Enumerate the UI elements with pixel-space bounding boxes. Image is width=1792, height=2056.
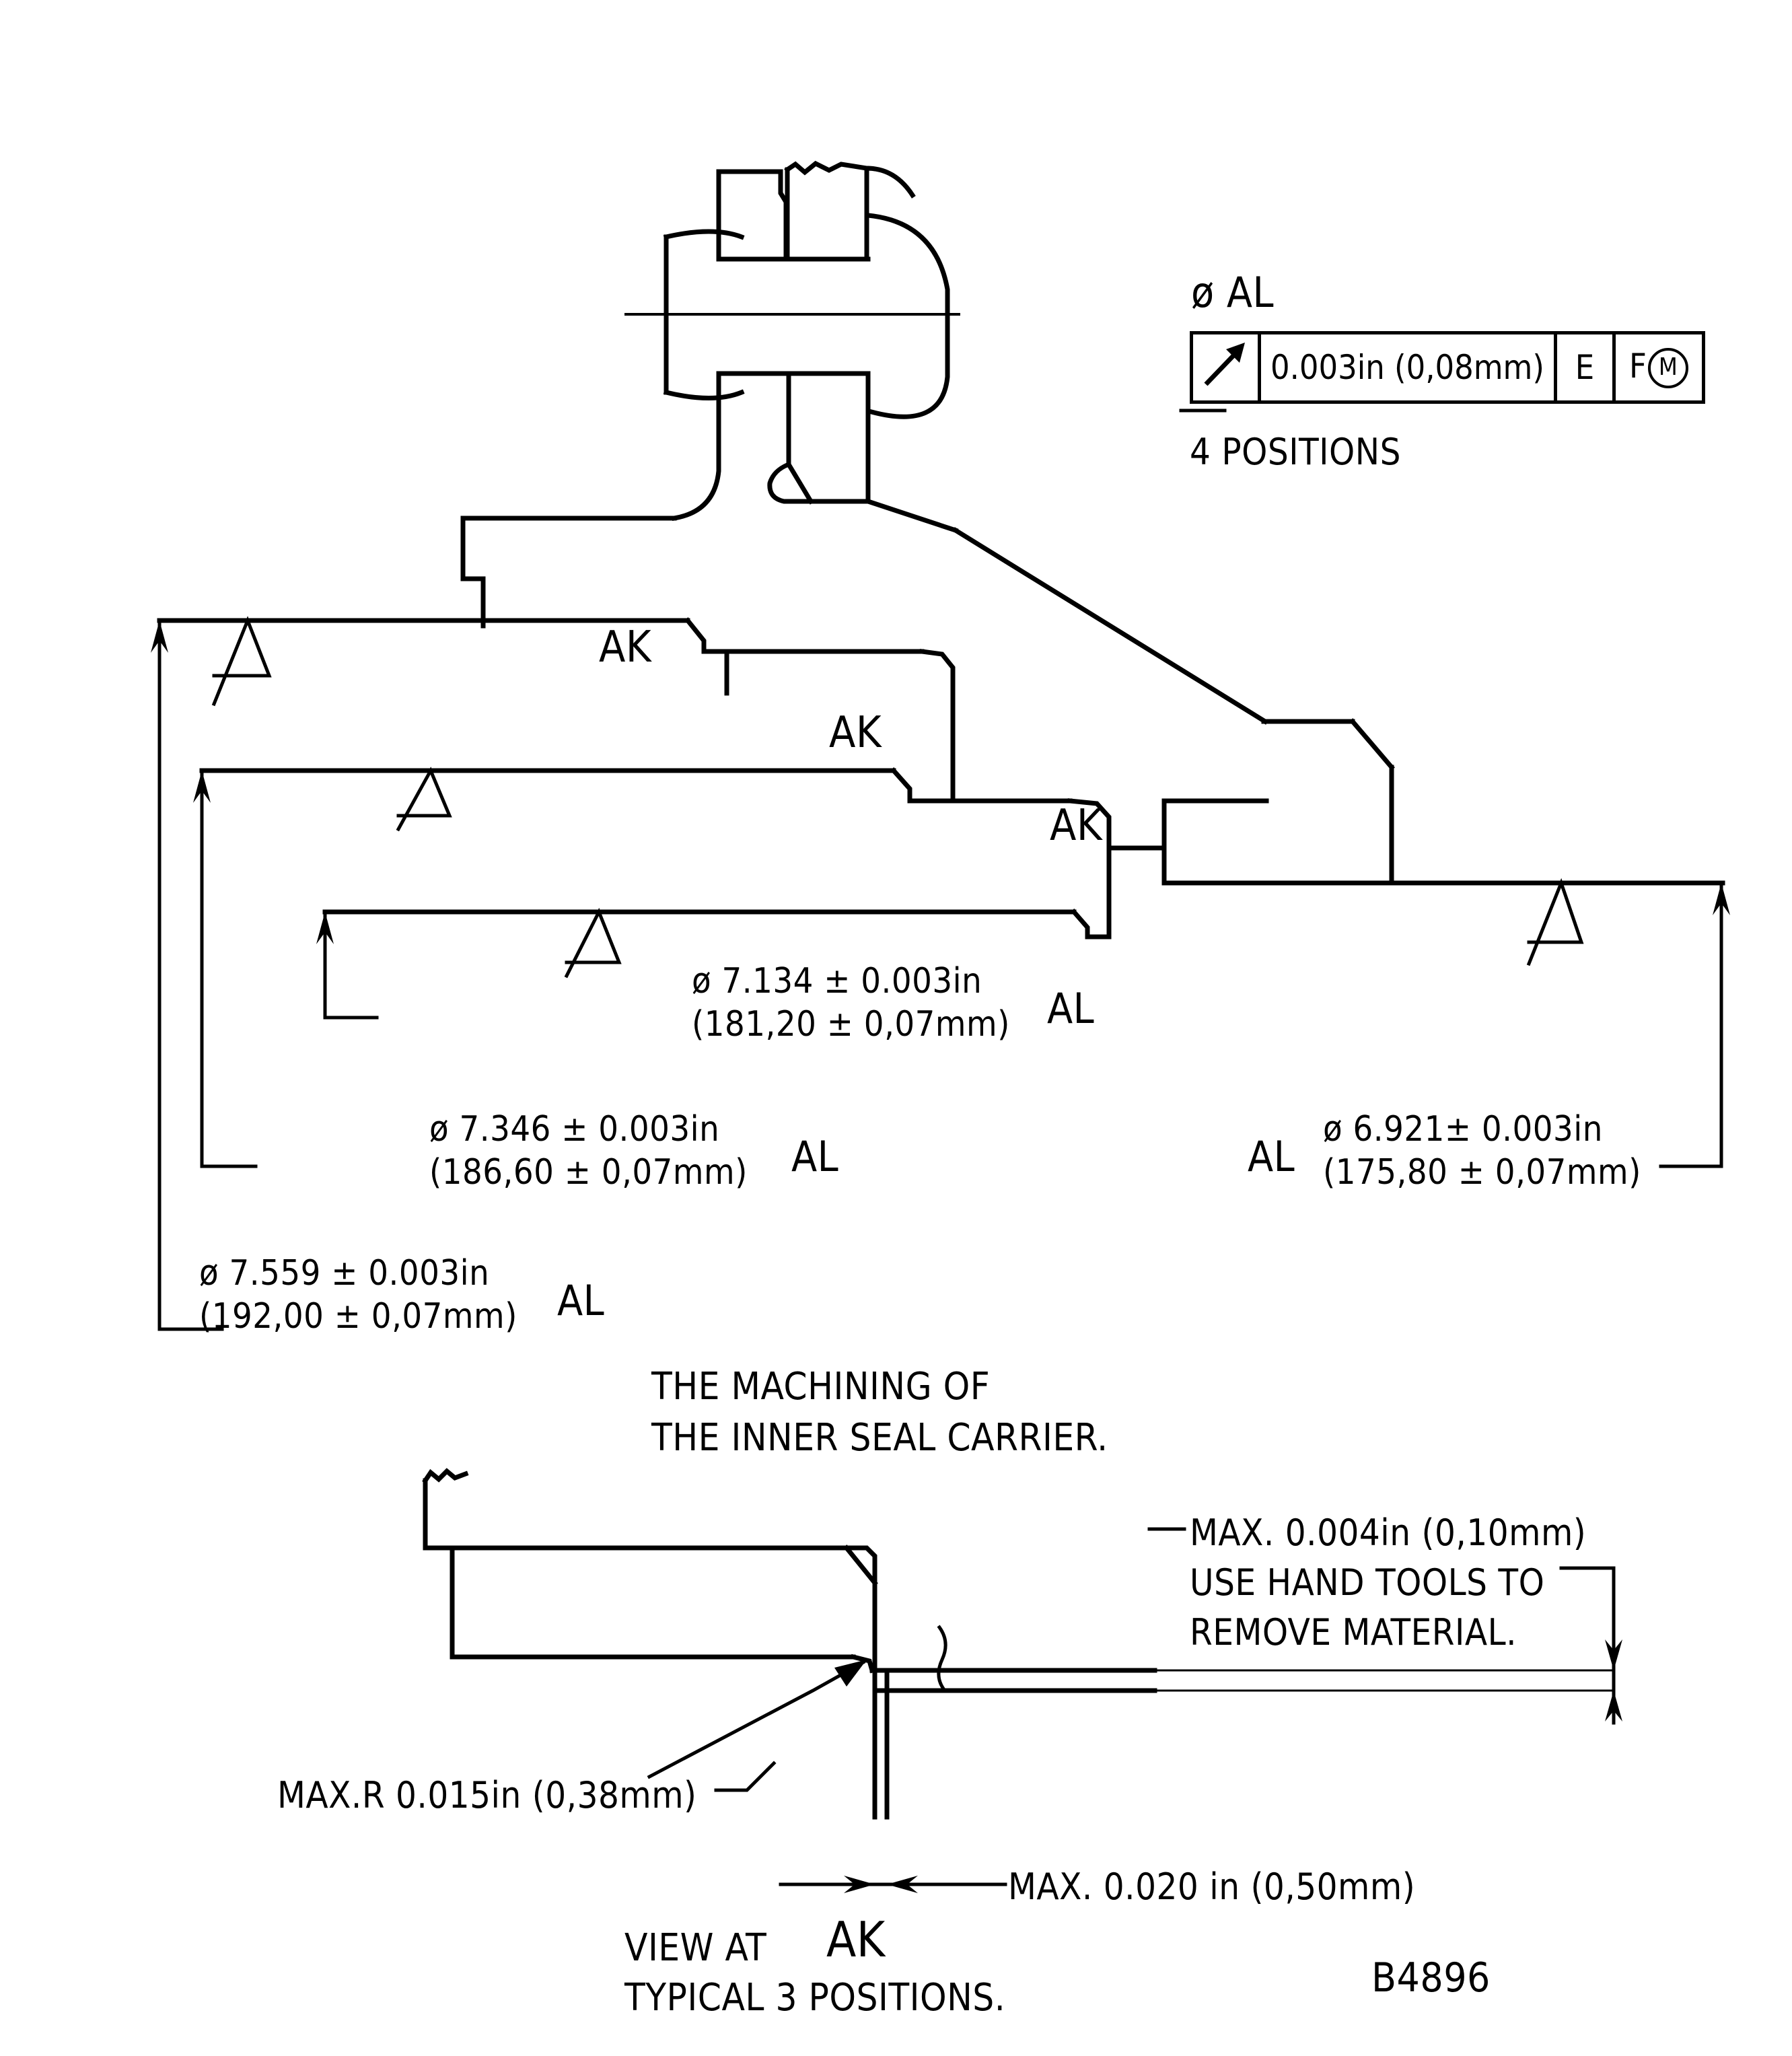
stepped-profile [157, 576, 1725, 940]
section-label-ak-upper: AK [599, 623, 652, 672]
detail-view-label-sub: TYPICAL 3 POSITIONS. [624, 1976, 1006, 2020]
dimension-181-datum: AL [1047, 984, 1095, 1033]
dimension-175-line1: ø 6.921± 0.003in [1323, 1109, 1603, 1149]
dimension-192-line2: (192,00 ± 0,07mm) [199, 1296, 517, 1337]
fcf-positions-note: 4 POSITIONS [1190, 431, 1401, 473]
detail-view-label-tag: AK [826, 1911, 886, 1968]
detail-note-hand-tools: USE HAND TOOLS TO [1190, 1561, 1545, 1604]
detail-view-label-prefix: VIEW AT [624, 1926, 767, 1970]
title-note-line1: THE MACHINING OF [651, 1365, 991, 1409]
dimension-lines [151, 618, 1730, 1331]
position-arrow-icon [1204, 343, 1245, 386]
surface-finish-symbols [211, 616, 1584, 979]
mmc-modifier-icon: M [1647, 348, 1688, 389]
dimension-192-datum: AL [557, 1276, 605, 1325]
dimension-181-line2: (181,20 ± 0,07mm) [692, 1004, 1010, 1044]
dimension-186-datum: AL [791, 1132, 839, 1181]
detail-note-max-width: MAX. 0.020 in (0,50mm) [1008, 1866, 1416, 1908]
dimension-181-line1: ø 7.134 ± 0.003in [692, 961, 982, 1001]
dimension-186-line1: ø 7.346 ± 0.003in [429, 1109, 720, 1149]
title-note-line2: THE INNER SEAL CARRIER. [651, 1416, 1108, 1460]
section-label-ak-middle: AK [829, 708, 882, 758]
section-label-ak-lower: AK [1050, 801, 1103, 851]
fcf-datum-e: E [1555, 332, 1616, 402]
dimension-175-datum: AL [1248, 1132, 1295, 1181]
drawing-number: B4896 [1371, 1954, 1491, 2001]
hub-geometry [460, 160, 1395, 837]
detail-note-remove-material: REMOVE MATERIAL. [1190, 1611, 1517, 1654]
fcf-tolerance-value: 0.003in (0,08mm) [1259, 332, 1557, 402]
detail-note-max-radius: MAX.R 0.015in (0,38mm) [277, 1774, 697, 1816]
position-arrow-symbol-cell [1191, 332, 1261, 402]
detail-note-max-step: MAX. 0.004in (0,10mm) [1190, 1512, 1587, 1554]
dimension-175-line2: (175,80 ± 0,07mm) [1323, 1152, 1641, 1193]
detail-view-geometry [422, 1468, 1622, 1893]
dimension-192-line1: ø 7.559 ± 0.003in [199, 1253, 490, 1293]
fcf-datum-f: F [1628, 346, 1647, 386]
dimension-186-line2: (186,60 ± 0,07mm) [429, 1152, 748, 1193]
fcf-diameter-label: ø AL [1191, 268, 1275, 317]
